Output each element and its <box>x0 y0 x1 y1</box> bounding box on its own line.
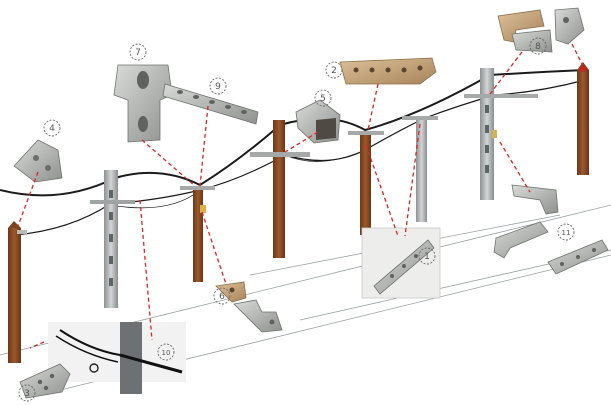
part-1-photo <box>361 227 441 299</box>
wood-pole-8 <box>577 62 589 175</box>
callout-8-text: 8 <box>535 42 541 52</box>
part-2-brass-plate <box>339 57 437 85</box>
callout-11: 11 <box>557 223 575 241</box>
concrete-pole-6 <box>402 116 438 222</box>
callout-11-text: 11 <box>562 229 571 237</box>
top-wire <box>0 69 586 197</box>
callout-1-text: 1 <box>424 252 430 262</box>
callout-2: 2 <box>325 61 343 79</box>
leader-lines <box>17 43 584 349</box>
part-7-mounting-plate <box>113 64 173 143</box>
part-brass-double-bracket <box>215 281 283 333</box>
part-8-bracket-pair <box>497 7 585 53</box>
part-9-perforated-strip <box>162 83 259 125</box>
low-wire-2 <box>284 149 366 162</box>
callout-10: 10 <box>157 343 175 361</box>
callout-10-text: 10 <box>162 349 171 357</box>
callout-9: 9 <box>209 77 227 95</box>
part-u-bracket <box>493 221 549 259</box>
part-3-small-plate <box>19 363 71 399</box>
callout-8: 8 <box>529 37 547 55</box>
wood-pole-5 <box>348 131 384 235</box>
callout-5-text: 5 <box>320 94 326 104</box>
callout-4: 4 <box>43 119 61 137</box>
part-10-photo <box>48 322 186 394</box>
part-4-angle-plate <box>13 139 63 183</box>
part-11-strip-bracket <box>547 239 609 275</box>
callout-6: 6 <box>213 287 231 305</box>
callout-7-text: 7 <box>135 48 141 58</box>
callout-5: 5 <box>314 89 332 107</box>
wood-pole-4 <box>250 120 310 258</box>
callout-6-text: 6 <box>219 292 225 302</box>
callout-4-text: 4 <box>49 124 55 134</box>
callout-9-text: 9 <box>215 82 221 92</box>
callout-7: 7 <box>129 43 147 61</box>
callout-labels: 1 2 3 4 5 6 7 8 <box>18 37 575 402</box>
concrete-pole-2 <box>90 170 135 308</box>
part-right-bracket <box>511 184 559 215</box>
concrete-pole-7 <box>464 68 538 200</box>
callout-1: 1 <box>418 247 436 265</box>
wood-pole-3 <box>180 186 215 282</box>
callout-3-text: 3 <box>24 389 30 399</box>
callout-2-text: 2 <box>331 66 337 76</box>
part-5-folded-bracket <box>295 99 341 144</box>
mid-wire <box>14 79 586 236</box>
wood-pole-1 <box>8 221 27 363</box>
callout-3: 3 <box>18 384 36 402</box>
